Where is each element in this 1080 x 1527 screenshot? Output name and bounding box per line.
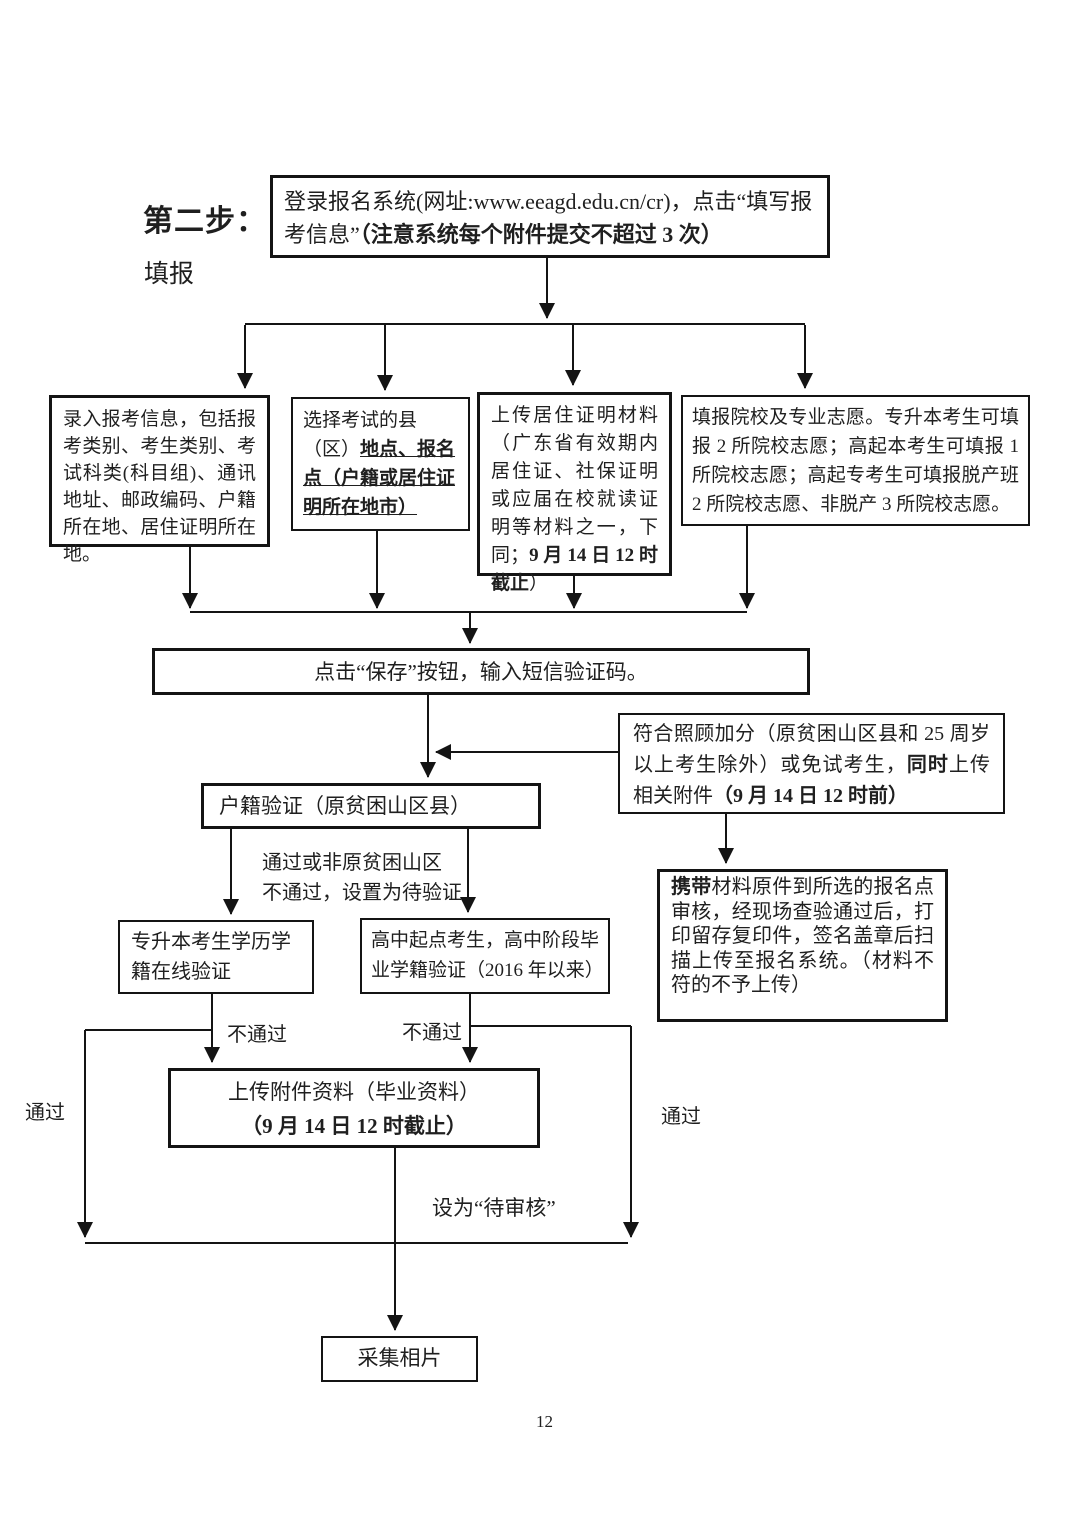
- bonus-policy-deadline: （9 月 14 日 12 时前）: [713, 785, 908, 807]
- enter-info-text: 录入报考信息，包括报考类别、考生类别、考试科类(科目组)、通讯地址、邮政编码、户…: [63, 409, 256, 565]
- label-pass-right: 通过: [661, 1106, 701, 1128]
- save-button-text: 点击“保存”按钮，输入短信验证码。: [314, 660, 648, 684]
- zsb-verify-text: 专升本考生学历学籍在线验证: [131, 931, 291, 983]
- page-number: 12: [536, 1412, 553, 1431]
- label-set-pending-review: 设为“待审核”: [432, 1196, 556, 1220]
- upload-residence-box: 上传居住证明材料（广东省有效期内居住证、社保证明或应届在校就读证明等材料之一，下…: [477, 392, 672, 594]
- onsite-review-text: 材料原件到所选的报名点审核，经现场查验通过后，打印留存复印件，签名盖章后扫描上传…: [671, 876, 934, 996]
- bonus-policy-text: 符合照顾加分（原贫困山区县和 25 周岁以上考生除外）或免试考生，: [633, 723, 990, 776]
- onsite-review-bold: 携带: [671, 876, 712, 898]
- label-hukou-pass: 通过或非原贫困山区: [262, 852, 442, 874]
- upload-residence-deadline: 9 月 14 日 12 时截止: [491, 545, 658, 594]
- photo-capture-box: 采集相片: [321, 1336, 478, 1382]
- login-system-text: 登录报名系统(网址:www.eeagd.edu.cn/cr)，点击“填写报考信息…: [284, 189, 813, 247]
- label-fail-right: 不通过: [402, 1022, 462, 1044]
- step-label: 第二步：: [143, 205, 267, 238]
- bonus-policy-bold1: 同时: [906, 754, 949, 776]
- upload-attachment-box: 上传附件资料（毕业资料） （9 月 14 日 12 时截止）: [168, 1068, 540, 1148]
- bonus-policy-text2: 上传相关附件: [633, 754, 990, 807]
- step-sublabel: 填报: [144, 261, 195, 288]
- select-site-underline-text: 地点、报名点（户籍或居住证明所在地市）: [303, 439, 456, 518]
- enter-info-box: 录入报考信息，包括报考类别、考生类别、考试科类(科目组)、通讯地址、邮政编码、户…: [49, 395, 270, 565]
- label-fail-left: 不通过: [227, 1024, 287, 1046]
- hukou-verify-text: 户籍验证（原贫困山区县）: [219, 794, 471, 818]
- onsite-review-box: 携带材料原件到所选的报名点审核，经现场查验通过后，打印留存复印件，签名盖章后扫描…: [657, 869, 948, 1022]
- fill-volunteer-box: 填报院校及专业志愿。专升本考生可填报 2 所院校志愿；高起本考生可填报 1 所院…: [681, 395, 1030, 526]
- select-site-box: 选择考试的县（区）地点、报名点（户籍或居住证明所在地市）: [291, 397, 470, 531]
- login-system-bold-note: （注意系统每个附件提交不超过 3 次）: [359, 222, 723, 247]
- hs-verify-text: 高中起点考生，高中阶段毕业学籍验证（2016 年以来）: [371, 930, 604, 981]
- save-button-box: 点击“保存”按钮，输入短信验证码。: [152, 648, 810, 695]
- upload-attachment-line1: 上传附件资料（毕业资料）: [228, 1080, 480, 1104]
- hs-verify-box: 高中起点考生，高中阶段毕业学籍验证（2016 年以来）: [360, 918, 610, 994]
- fill-volunteer-text: 填报院校及专业志愿。专升本考生可填报 2 所院校志愿；高起本考生可填报 1 所院…: [692, 407, 1019, 515]
- upload-residence-text: 上传居住证明材料（广东省有效期内居住证、社保证明或应届在校就读证明等材料之一，下…: [491, 405, 658, 566]
- upload-residence-suffix: ）: [529, 573, 549, 594]
- label-pass-left: 通过: [25, 1102, 65, 1124]
- select-site-text: 选择考试的县（区）: [303, 410, 418, 460]
- zsb-verify-box: 专升本考生学历学籍在线验证: [118, 920, 314, 994]
- bonus-policy-box: 符合照顾加分（原贫困山区县和 25 周岁以上考生除外）或免试考生，同时上传相关附…: [618, 713, 1005, 814]
- photo-capture-text: 采集相片: [357, 1346, 442, 1370]
- upload-attachment-deadline: （9 月 14 日 12 时截止）: [241, 1114, 467, 1138]
- login-system-box: 登录报名系统(网址:www.eeagd.edu.cn/cr)，点击“填写报考信息…: [270, 175, 830, 258]
- hukou-verify-box: 户籍验证（原贫困山区县）: [201, 783, 541, 829]
- label-hukou-fail: 不通过，设置为待验证: [262, 882, 462, 904]
